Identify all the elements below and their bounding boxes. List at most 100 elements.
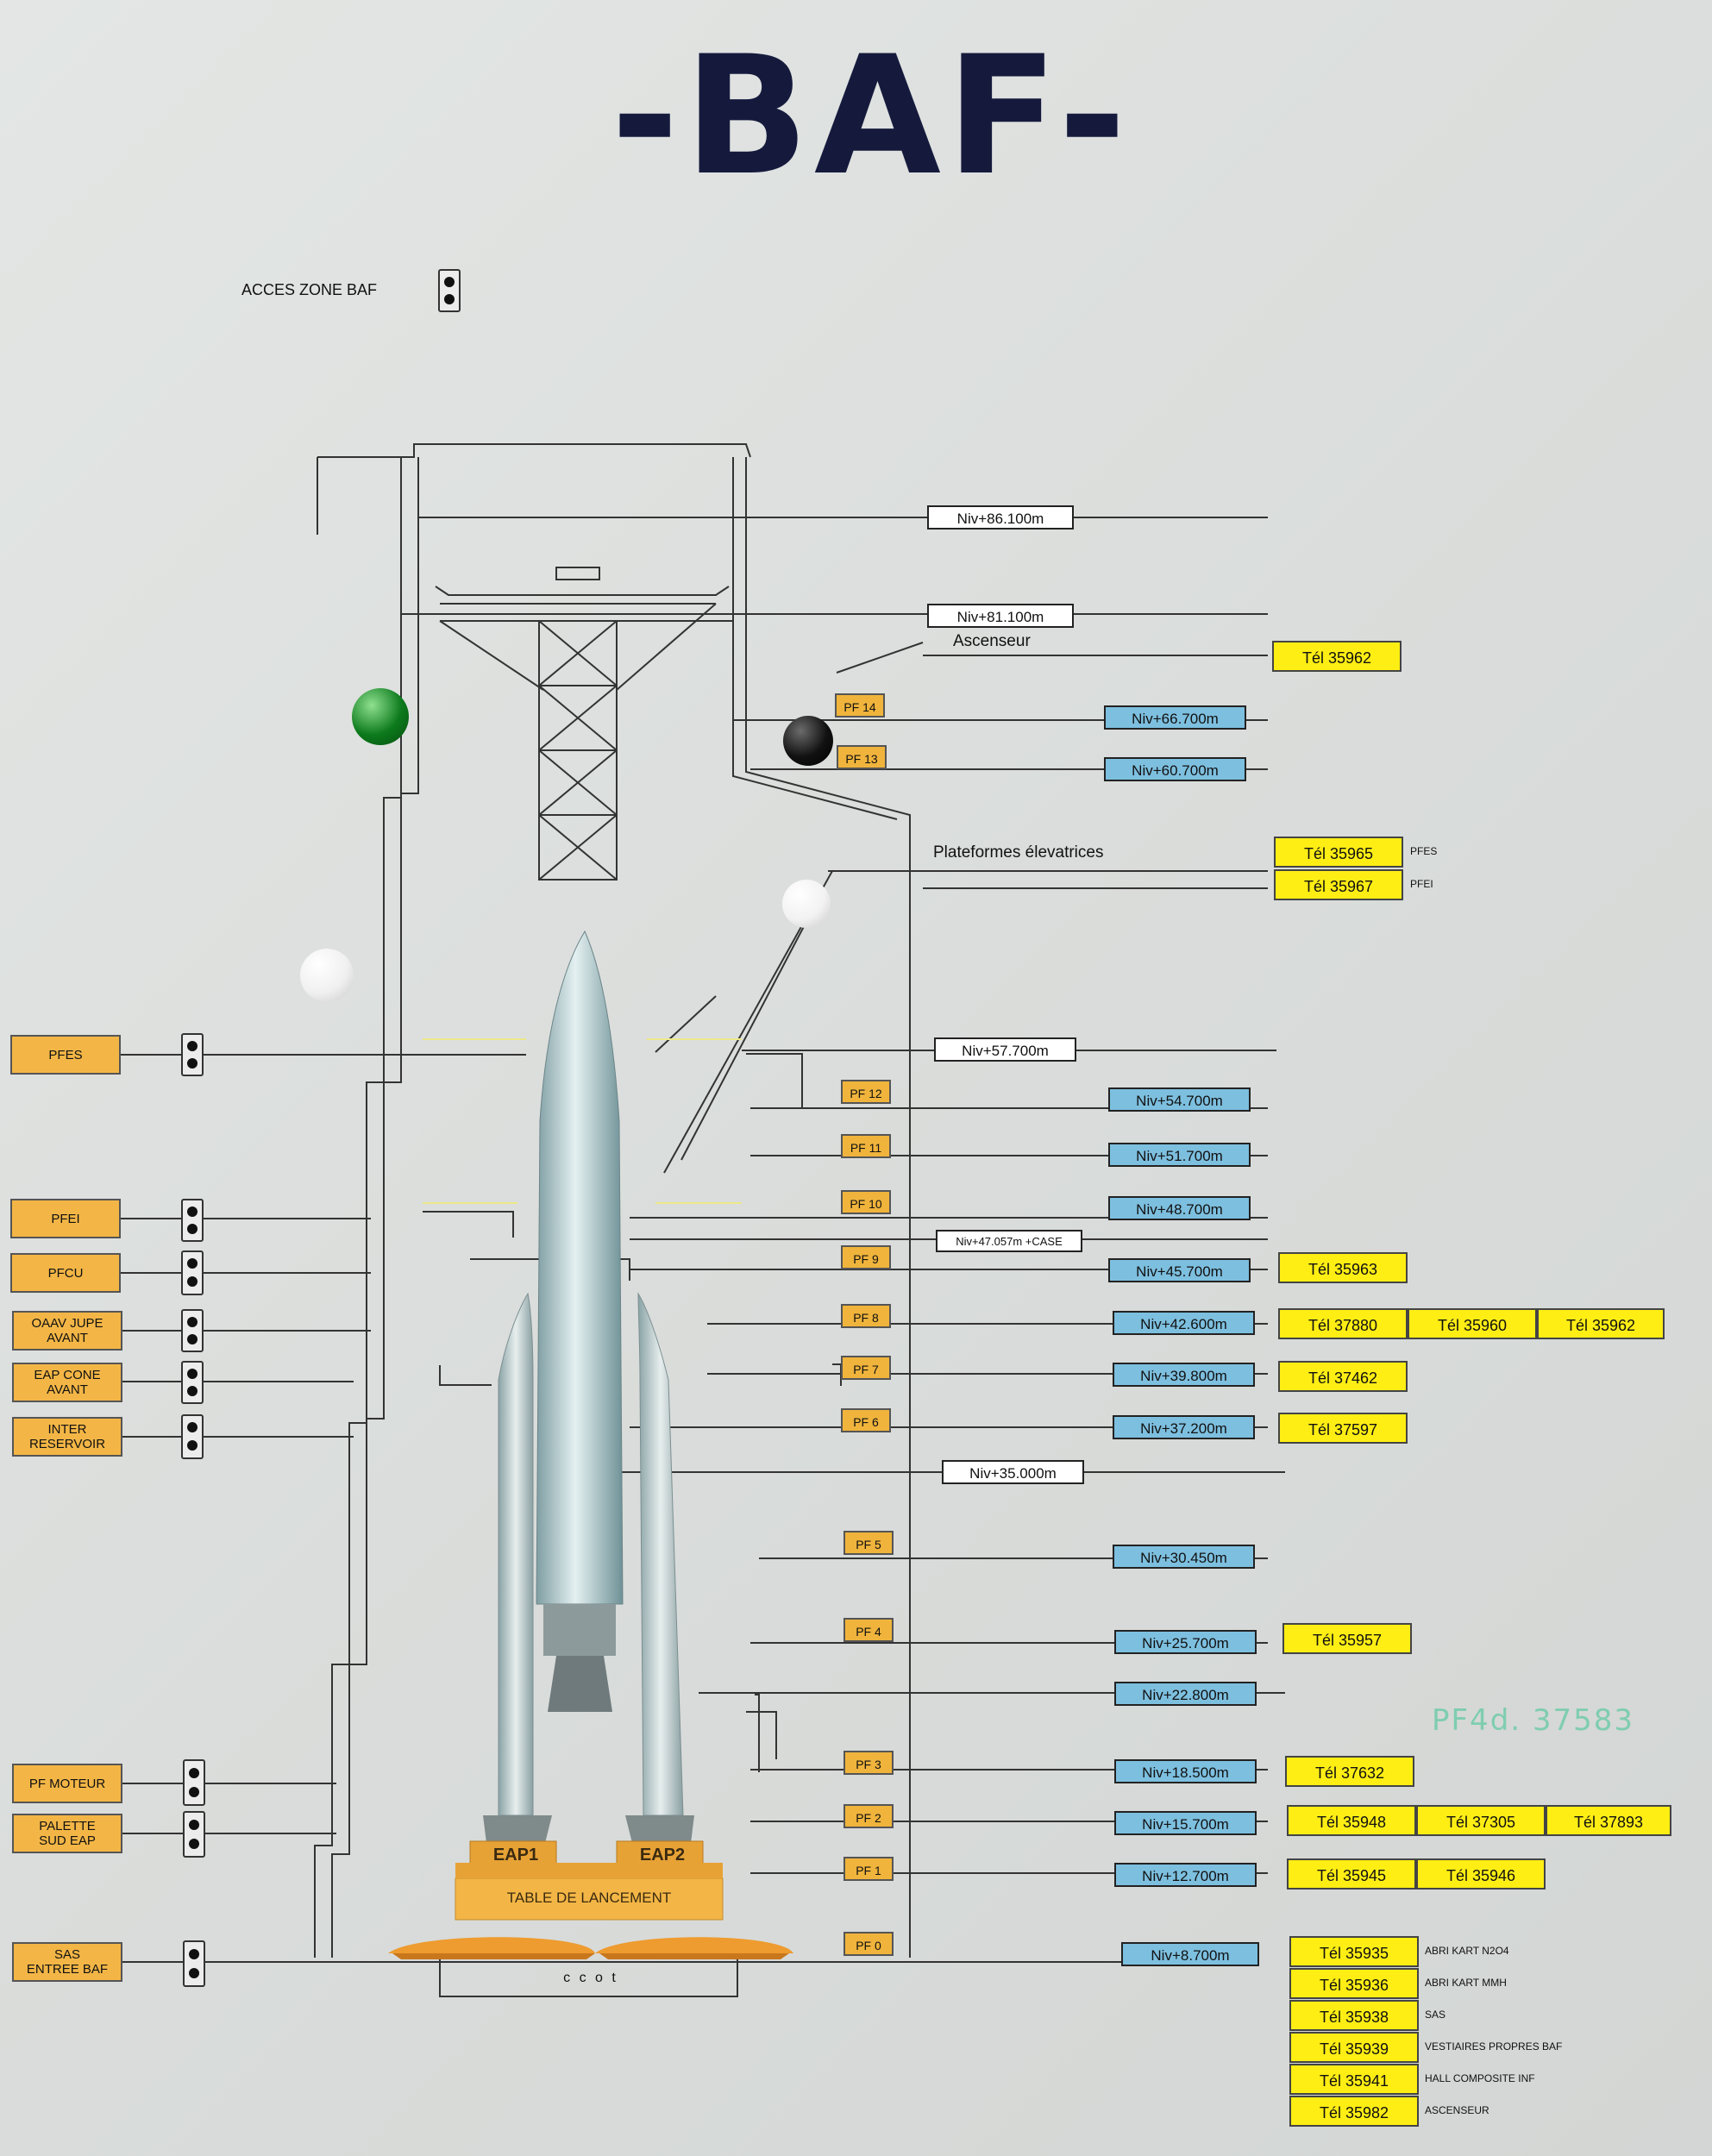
ariane-launcher — [388, 930, 793, 1959]
phone-label: Tél 37893 — [1546, 1805, 1671, 1836]
white-marker[interactable] — [782, 880, 831, 928]
level-label: Niv+12.700m — [1114, 1863, 1257, 1887]
platform-label: PF 4 — [843, 1618, 894, 1642]
phone-label: Tél 35967 — [1274, 869, 1403, 900]
phone-label: Tél 35962 — [1272, 641, 1402, 672]
platform-label: PF 13 — [837, 745, 887, 769]
level-label: Niv+54.700m — [1108, 1087, 1251, 1112]
level-label: Niv+48.700m — [1108, 1196, 1251, 1220]
status-switch[interactable] — [181, 1033, 204, 1076]
left-box-label: PALETTE SUD EAP — [12, 1814, 122, 1853]
platform-label: PF 10 — [841, 1190, 891, 1214]
platform-label: PF 8 — [841, 1304, 891, 1328]
phone-label: Tél 35941 — [1289, 2064, 1419, 2095]
left-box-label: OAAV JUPE AVANT — [12, 1311, 122, 1351]
pfei-note: PFEI — [1410, 878, 1433, 890]
board-title: -BAF- — [611, 21, 1132, 211]
status-switch[interactable] — [181, 1199, 204, 1242]
phone-note: ASCENSEUR — [1425, 2104, 1489, 2116]
phone-label: Tél 35946 — [1416, 1858, 1546, 1890]
level-label: Niv+30.450m — [1113, 1545, 1255, 1569]
eap2-label: EAP2 — [639, 1846, 686, 1865]
phone-label: Tél 37305 — [1416, 1805, 1546, 1836]
eap1-label: EAP1 — [492, 1846, 539, 1865]
phone-label: Tél 35938 — [1289, 2000, 1419, 2031]
platform-label: PF 12 — [841, 1080, 891, 1104]
phone-label: Tél 35939 — [1289, 2032, 1419, 2063]
status-switch[interactable] — [183, 1940, 205, 1987]
phone-label: Tél 35960 — [1408, 1308, 1537, 1339]
level-label: Niv+39.800m — [1113, 1363, 1255, 1387]
phone-label: Tél 35936 — [1289, 1968, 1419, 1999]
level-label: Niv+66.700m — [1104, 705, 1246, 730]
left-box-label: PFCU — [10, 1253, 121, 1293]
black-marker[interactable] — [783, 716, 833, 766]
phone-label: Tél 37597 — [1278, 1413, 1408, 1444]
level-label: Niv+81.100m — [927, 604, 1074, 628]
left-box-label: EAP CONE AVANT — [12, 1363, 122, 1402]
phone-note: SAS — [1425, 2009, 1446, 2021]
phone-label: Tél 37880 — [1278, 1308, 1408, 1339]
access-switch[interactable] — [438, 269, 461, 312]
platform-label: PF 2 — [843, 1804, 894, 1828]
left-box-label: PF MOTEUR — [12, 1764, 122, 1803]
level-label: Niv+15.700m — [1114, 1811, 1257, 1835]
phone-label: Tél 35962 — [1537, 1308, 1665, 1339]
tower-structure — [119, 443, 1285, 1997]
level-label: Niv+47.057m +CASE — [936, 1230, 1082, 1252]
status-switch[interactable] — [181, 1361, 204, 1404]
platform-label: PF 6 — [841, 1408, 891, 1432]
phone-label: Tél 35963 — [1278, 1252, 1408, 1283]
level-label: Niv+18.500m — [1114, 1759, 1257, 1783]
level-marks — [423, 1038, 742, 1204]
left-box-label: PFEI — [10, 1199, 121, 1238]
level-label: Niv+22.800m — [1114, 1682, 1257, 1706]
phone-label: Tél 37632 — [1285, 1756, 1414, 1787]
status-switch[interactable] — [181, 1250, 204, 1295]
platform-label: PF 3 — [843, 1751, 894, 1775]
phone-note: ABRI KART MMH — [1425, 1977, 1507, 1989]
platform-label: PF 1 — [843, 1857, 894, 1881]
phone-label: Tél 35965 — [1274, 837, 1403, 868]
status-switch[interactable] — [181, 1309, 204, 1352]
level-label: Niv+35.000m — [942, 1460, 1084, 1484]
green-marker[interactable] — [352, 688, 409, 745]
level-label: Niv+60.700m — [1104, 757, 1246, 781]
phone-note: VESTIAIRES PROPRES BAF — [1425, 2040, 1563, 2053]
platform-label: PF 9 — [841, 1245, 891, 1269]
left-box-label: SAS ENTREE BAF — [12, 1942, 122, 1982]
phone-label: Tél 35982 — [1289, 2096, 1419, 2127]
lift-platforms-label: Plateformes élevatrices — [933, 843, 1104, 862]
left-box-label: INTER RESERVOIR — [12, 1417, 122, 1457]
platform-label: PF 5 — [843, 1531, 894, 1555]
phone-label: Tél 35935 — [1289, 1936, 1419, 1967]
level-label: Niv+37.200m — [1113, 1415, 1255, 1439]
left-box-label: PFES — [10, 1035, 121, 1075]
level-label: Niv+25.700m — [1114, 1630, 1257, 1654]
platform-label: PF 11 — [841, 1134, 891, 1158]
access-label: ACCES ZONE BAF — [241, 281, 378, 298]
pfes-note: PFES — [1410, 845, 1438, 857]
phone-label: Tél 35945 — [1287, 1858, 1416, 1890]
level-label: Niv+8.700m — [1121, 1942, 1259, 1966]
level-label: Niv+42.600m — [1113, 1311, 1255, 1335]
status-switch[interactable] — [183, 1759, 205, 1806]
level-label: Niv+57.700m — [934, 1037, 1076, 1062]
platform-label: PF 7 — [841, 1356, 891, 1380]
level-label: Niv+86.100m — [927, 505, 1074, 530]
phone-label: Tél 37462 — [1278, 1361, 1408, 1392]
level-label: Niv+45.700m — [1108, 1258, 1251, 1282]
level-label: Niv+51.700m — [1108, 1143, 1251, 1167]
white-marker[interactable] — [300, 949, 354, 1002]
ccot-label: c c o t — [563, 1971, 618, 1985]
status-switch[interactable] — [183, 1811, 205, 1858]
launch-table-label: TABLE DE LANCEMENT — [506, 1890, 672, 1906]
platform-label: PF 0 — [843, 1932, 894, 1956]
platform-label: PF 14 — [835, 693, 885, 718]
status-switch[interactable] — [181, 1414, 204, 1459]
phone-label: Tél 35957 — [1282, 1623, 1412, 1654]
elevator-label: Ascenseur — [953, 632, 1031, 650]
phone-note: HALL COMPOSITE INF — [1425, 2072, 1535, 2084]
